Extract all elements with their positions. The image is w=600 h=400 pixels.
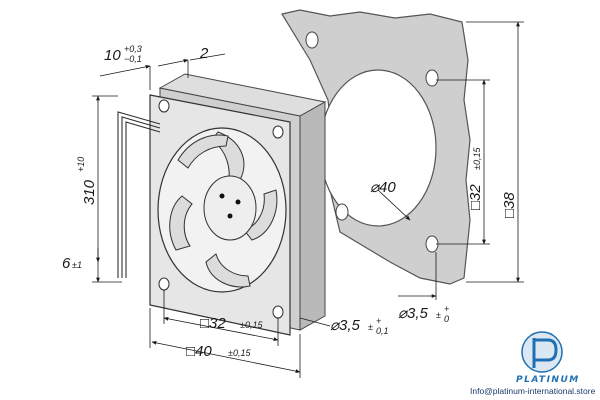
- fan-hole-dimension: ⌀3,5: [330, 317, 361, 334]
- frame-bottom-tol: ±0,15: [228, 348, 251, 358]
- fan-hole: [158, 277, 170, 291]
- gasket-hole-tol-lower: 0: [444, 314, 449, 324]
- fan-body: [149, 73, 327, 336]
- gasket-hole-dimension: ⌀3,5: [398, 305, 429, 322]
- hole-spacing-side-tol: ±0,15: [472, 147, 482, 170]
- dimension-lines: [92, 21, 524, 378]
- brand-name: PLATINUM: [516, 375, 580, 385]
- fan-hole: [158, 99, 170, 113]
- platinum-watermark: PLATINUM Info@platinum-international.sto…: [470, 331, 596, 396]
- flange-dimension: 2: [199, 45, 209, 62]
- gasket-hole-tol-upper: +: [444, 304, 449, 314]
- gasket-hole-tol-mark: ±: [436, 310, 441, 320]
- brand-url: Info@platinum-international.store: [470, 386, 596, 396]
- depth-tol-lower: −0,1: [124, 54, 142, 64]
- hub-hole: [227, 213, 233, 219]
- gasket-hole: [305, 31, 319, 49]
- hub-hole: [235, 199, 241, 205]
- cable: [117, 111, 161, 278]
- hole-spacing-side-dimension: □32: [467, 184, 484, 210]
- depth-dimension: 10: [104, 47, 121, 64]
- cable-length-dimension: 310: [81, 179, 98, 205]
- frame-bottom-dimension: □40: [186, 343, 212, 360]
- depth-tol-upper: +0,3: [124, 44, 142, 54]
- strip-length-dimension: 6: [62, 255, 71, 272]
- fan-hole: [272, 125, 284, 139]
- hole-spacing-bottom-dimension: □32: [200, 315, 226, 332]
- gasket-opening: [319, 69, 437, 227]
- fan-hole-tol-mark: ±: [368, 322, 373, 332]
- hub-hole: [219, 193, 225, 199]
- gasket-hole: [335, 203, 349, 221]
- cable-length-tol: +10: [76, 157, 86, 172]
- fan-hole: [272, 305, 284, 319]
- fan-hole-tol-upper: +: [376, 316, 381, 326]
- gasket-hole: [425, 69, 439, 87]
- fan-blades: [169, 131, 278, 288]
- platinum-logo-icon: [521, 331, 563, 373]
- gasket-plate: [281, 9, 471, 285]
- frame-side-dimension: □38: [501, 192, 518, 218]
- fan-hub: [203, 175, 257, 241]
- hole-spacing-bottom-tol: ±0,15: [240, 320, 263, 330]
- diameter-dimension: ⌀40: [370, 179, 396, 196]
- fan-hole-tol-lower: 0,1: [376, 326, 389, 336]
- dimension-labels: 10 +0,3 −0,1 2 310 +10 6 ±1 ⌀40 □32 ±0,1…: [62, 44, 518, 360]
- strip-length-tol: ±1: [72, 260, 82, 270]
